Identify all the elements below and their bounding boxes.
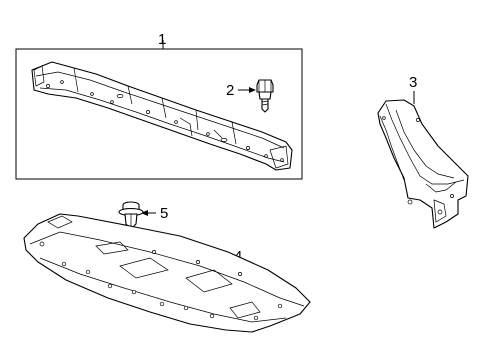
callout-5-group: 5 [141, 205, 168, 222]
callout-1-group: 1 [15, 31, 303, 180]
callout-3-group: 3 [409, 74, 417, 104]
callout-2-arrowhead [249, 87, 256, 93]
callout-1-label: 1 [158, 31, 166, 48]
callout-5-arrowhead [141, 210, 148, 216]
part-1-radiator-support [31, 61, 293, 171]
callout-2-group: 2 [226, 82, 256, 99]
part-3-bracket [377, 99, 469, 229]
callout-2-label: 2 [226, 82, 234, 99]
part-2-bolt [256, 79, 274, 113]
part-1-frame-box [15, 48, 303, 180]
part-4-radiator-cover [23, 213, 311, 333]
callout-3-label: 3 [409, 74, 417, 91]
callout-5-label: 5 [160, 205, 168, 222]
